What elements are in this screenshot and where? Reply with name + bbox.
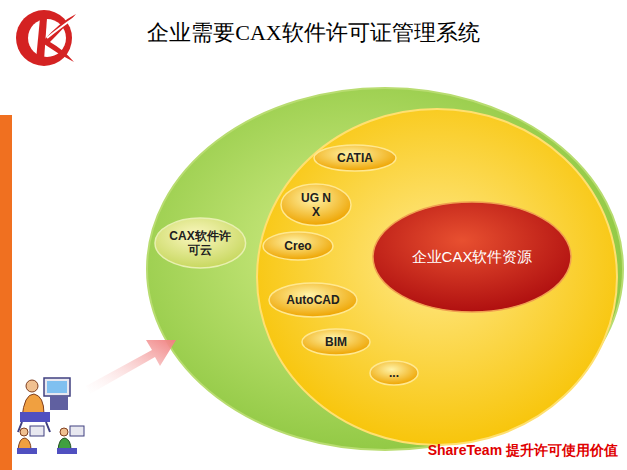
software-bubble: AutoCAD [268,282,358,318]
logo [16,10,76,66]
node-text: CATIA [337,151,373,165]
software-bubble: ... [369,360,419,386]
node-text: Creo [284,239,311,253]
arrow [86,340,176,394]
node-text: BIM [325,335,347,349]
node-text: AutoCAD [286,293,339,307]
software-bubble: CATIA [313,144,397,172]
user-icon [18,378,70,432]
cloud-bubble: CAX软件许可云 [154,217,247,269]
node-text: ... [389,366,399,380]
node-text: 企业CAX软件资源 [412,248,533,266]
resource-ellipse [257,109,617,445]
slide-title: 企业需要CAX软件许可证管理系统 [0,18,627,48]
software-bubble: BIM [301,328,371,356]
resource-ellipse-label: 企业CAX软件资源 [372,201,572,313]
cloud-ellipse [147,88,623,450]
node-text: CAX软件许可云 [169,229,231,258]
software-bubble: UG NX [280,183,352,226]
user-icon [17,426,44,454]
slogan: ShareTeam 提升许可使用价值 [428,442,618,460]
user-icon [57,426,84,454]
software-bubble: Creo [262,231,334,261]
node-text: UG NX [301,191,331,220]
side-bar [0,115,12,470]
